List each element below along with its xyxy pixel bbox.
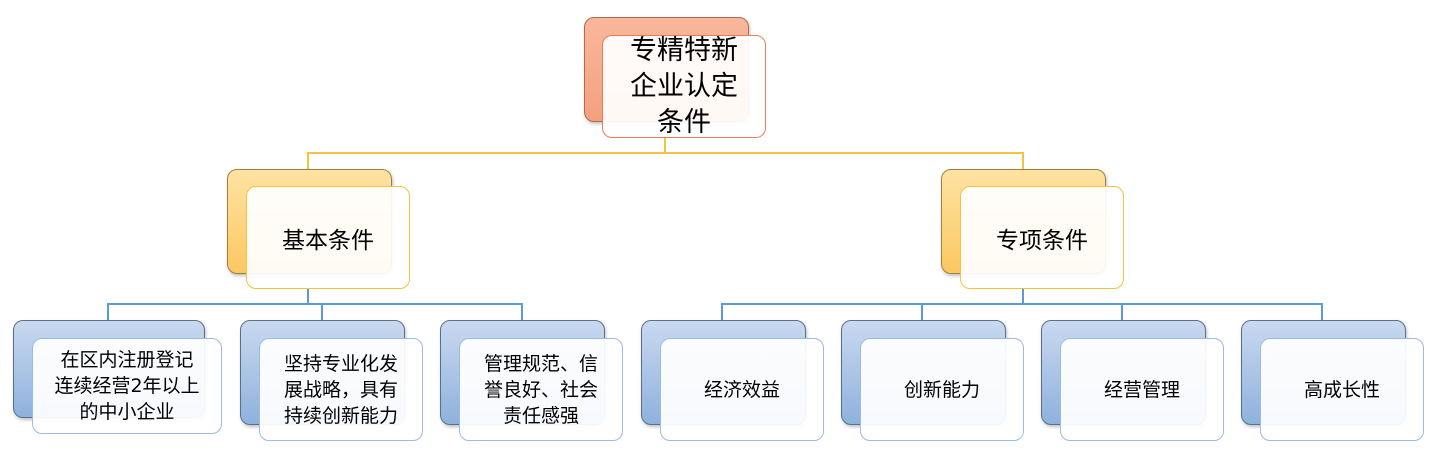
- root-label-line-3: 条件: [657, 106, 711, 138]
- group-label-basic: 基本条件: [282, 227, 374, 254]
- leaf-node-special-3-box: 经营管理: [1060, 338, 1224, 441]
- connector-root-to-groups: [307, 138, 1024, 186]
- root-label-line-2: 企业认定: [630, 70, 738, 102]
- leaf-basic-3-line-2: 誉良好、社会: [483, 378, 598, 401]
- leaf-basic-2-line-3: 持续创新能力: [283, 404, 398, 427]
- leaf-basic-1-line-1: 在区内注册登记: [60, 349, 194, 371]
- leaf-node-basic-1-box: 在区内注册登记 连续经营2年以上 的中小企业: [32, 338, 222, 434]
- root-node-box: 专精特新 企业认定 条件: [602, 35, 766, 138]
- root-label-line-1: 专精特新: [630, 34, 738, 66]
- group-label-special: 专项条件: [996, 227, 1088, 254]
- leaf-special-1-label: 经济效益: [703, 378, 780, 401]
- leaf-basic-3-line-3: 责任感强: [502, 404, 579, 427]
- leaf-node-basic-2-box: 坚持专业化发 展战略，具有 持续创新能力: [259, 338, 423, 441]
- leaf-node-special-1-box: 经济效益: [660, 338, 824, 441]
- leaf-basic-2-line-2: 展战略，具有: [283, 378, 398, 401]
- group-node-special-box: 专项条件: [960, 186, 1124, 289]
- leaf-basic-1-line-3: 的中小企业: [79, 401, 175, 423]
- leaf-special-4-label: 高成长性: [1303, 378, 1380, 401]
- leaf-basic-1-line-2: 连续经营2年以上: [54, 375, 200, 397]
- group-node-basic-box: 基本条件: [246, 186, 410, 289]
- leaf-basic-2-line-1: 坚持专业化发: [283, 352, 398, 375]
- leaf-special-2-label: 创新能力: [903, 378, 980, 401]
- connector-basic-to-children: [107, 289, 523, 320]
- leaf-node-special-2-box: 创新能力: [860, 338, 1024, 441]
- leaf-node-basic-3-box: 管理规范、信 誉良好、社会 责任感强: [459, 338, 623, 441]
- leaf-basic-3-line-1: 管理规范、信: [483, 352, 598, 375]
- leaf-special-3-label: 经营管理: [1103, 378, 1180, 401]
- leaf-node-special-4-box: 高成长性: [1260, 338, 1424, 441]
- connector-special-to-children: [721, 289, 1323, 320]
